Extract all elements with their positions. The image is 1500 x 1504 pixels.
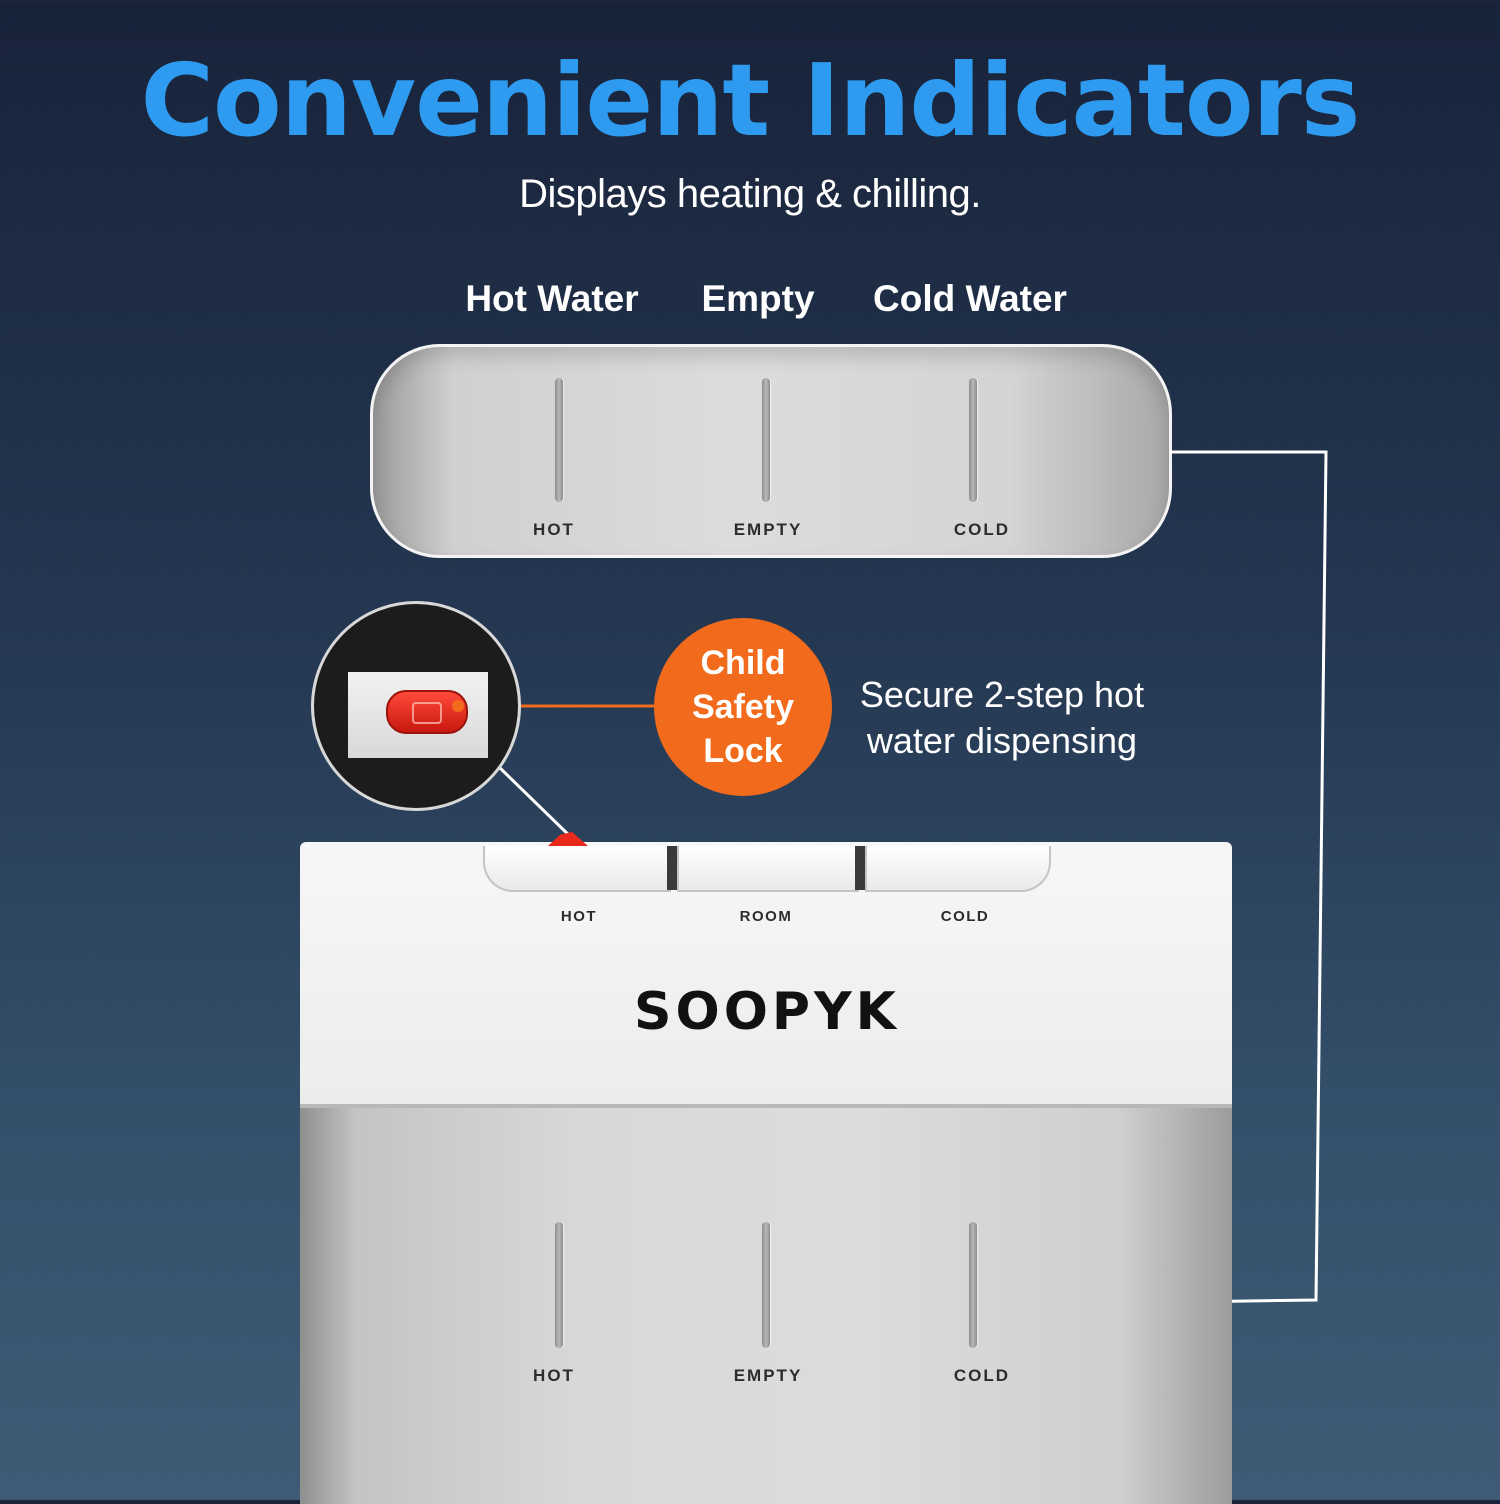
hot-indicator-light	[555, 378, 563, 502]
tab-divider-right	[855, 846, 865, 890]
badge-text: Child Safety Lock	[658, 641, 828, 773]
hot-tap-tab[interactable]	[483, 846, 671, 892]
panel-label-hot: HOT	[533, 520, 575, 539]
body-cold-indicator-light	[969, 1222, 977, 1348]
lock-plate	[348, 672, 488, 758]
tab-label-cold: COLD	[940, 908, 990, 925]
page-title: Convenient Indicators	[140, 42, 1361, 159]
child-lock-zoom	[311, 601, 521, 811]
badge-line-3: Lock	[703, 732, 783, 770]
panel-label-cold: COLD	[953, 520, 1011, 539]
safety-description-line-1: Secure 2-step hot	[859, 674, 1145, 715]
empty-indicator-light	[762, 378, 770, 502]
subtitle: Displays heating & chilling.	[519, 172, 981, 216]
cold-tap-tab[interactable]	[865, 846, 1051, 892]
panel-label-empty: EMPTY	[733, 520, 803, 539]
badge-line-1: Child	[700, 644, 786, 682]
brand-logo: SOOPYK	[634, 982, 900, 1042]
tab-divider-left	[667, 846, 677, 890]
body-label-empty: EMPTY	[733, 1366, 803, 1385]
connector-dot-icon	[452, 700, 464, 712]
child-safety-lock-badge: Child Safety Lock	[654, 618, 832, 796]
body-label-cold: COLD	[953, 1366, 1011, 1385]
body-label-hot: HOT	[533, 1366, 575, 1385]
heading-cold-water: Cold Water	[873, 278, 1067, 319]
room-tap-tab[interactable]	[677, 846, 859, 892]
child-lock-button[interactable]	[386, 690, 468, 734]
lock-button-grip	[412, 702, 442, 724]
body-hot-indicator-light	[555, 1222, 563, 1348]
indicator-panel-zoom	[370, 344, 1172, 558]
safety-description: Secure 2-step hot water dispensing	[844, 672, 1160, 764]
tab-label-room: ROOM	[739, 908, 793, 925]
badge-line-2: Safety	[691, 688, 795, 726]
tab-label-hot: HOT	[560, 908, 598, 925]
heading-empty: Empty	[701, 278, 815, 319]
safety-description-line-2: water dispensing	[866, 720, 1138, 761]
body-empty-indicator-light	[762, 1222, 770, 1348]
heading-hot-water: Hot Water	[465, 278, 639, 319]
cold-indicator-light	[969, 378, 977, 502]
